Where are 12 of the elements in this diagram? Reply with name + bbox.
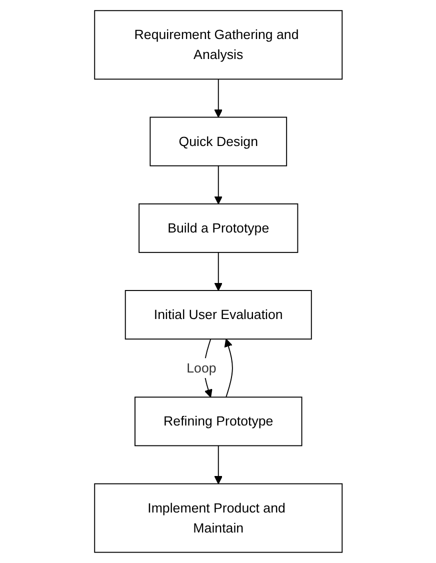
arrow [214,78,222,118]
node-box: Build a Prototype [138,203,298,253]
node-box: Requirement Gathering and Analysis [94,10,342,80]
arrow [224,338,233,398]
node-box: Implement Product and Maintain [94,483,342,553]
arrow [214,165,222,204]
node-box: Quick Design [149,116,287,166]
node-box: Refining Prototype [134,396,302,446]
node-box: Initial User Evaluation [124,290,312,340]
arrow [214,445,222,484]
edge-label: Loop [186,360,216,376]
arrow [214,252,222,291]
